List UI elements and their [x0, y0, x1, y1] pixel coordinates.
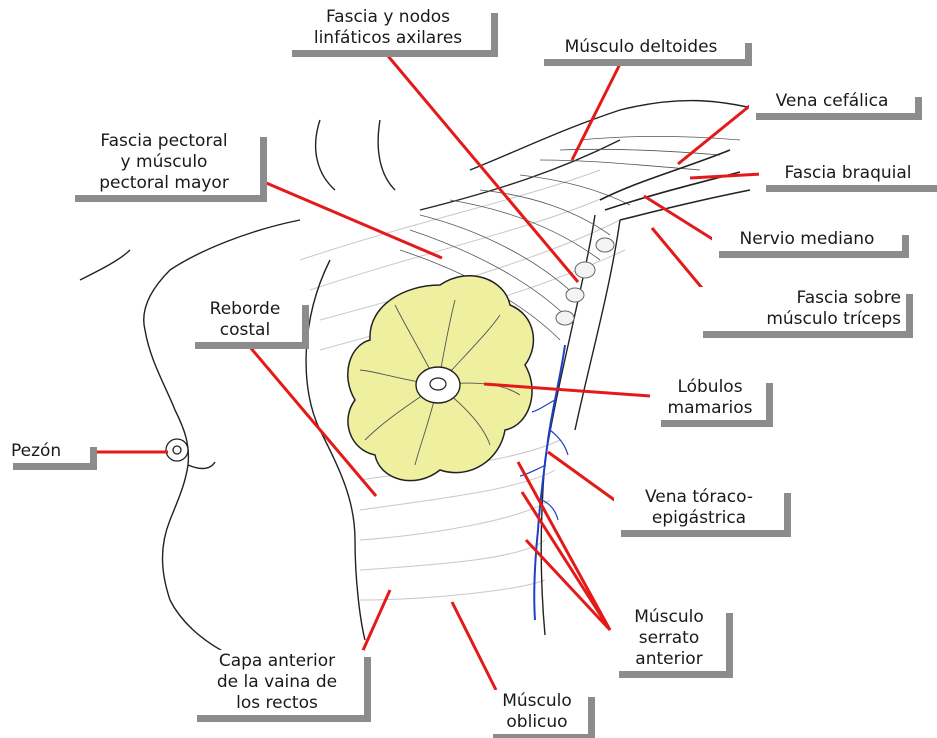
- arm-vessels: [600, 150, 750, 220]
- label-triceps-fascia: Fascia sobre músculo tríceps: [696, 287, 906, 331]
- label-costal-margin: Reborde costal: [188, 298, 302, 342]
- nipple-drawing: [166, 439, 188, 461]
- mammary-gland: [348, 276, 534, 481]
- label-median-nerve: Nervio mediano: [712, 228, 902, 251]
- label-nipple: Pezón: [6, 440, 90, 463]
- label-cephalic-vein: Vena cefálica: [749, 90, 915, 113]
- label-deltoid-muscle: Músculo deltoides: [537, 36, 745, 59]
- label-brachial-fascia: Fascia braquial: [759, 162, 937, 185]
- leader-vena-toraco: [548, 452, 620, 504]
- leader-mediano: [644, 196, 714, 240]
- label-axillary-fascia-nodes: Fascia y nodos linfáticos axilares: [285, 6, 491, 50]
- label-pectoral-fascia-muscle: Fascia pectoral y músculo pectoral mayor: [68, 130, 260, 195]
- label-rectus-sheath: Capa anterior de la vaina de los rectos: [190, 650, 364, 715]
- label-mammary-lobules: Lóbulos mamarios: [654, 376, 766, 420]
- label-thoraco-epigastric-vein: Vena tóraco- epigástrica: [614, 486, 784, 530]
- axillary-nodes: [556, 238, 614, 325]
- leader-braquial: [690, 174, 762, 178]
- leader-oblicuo: [452, 602, 496, 690]
- label-serratus-anterior: Músculo serrato anterior: [612, 606, 726, 671]
- label-oblique-muscle: Músculo oblicuo: [486, 690, 588, 734]
